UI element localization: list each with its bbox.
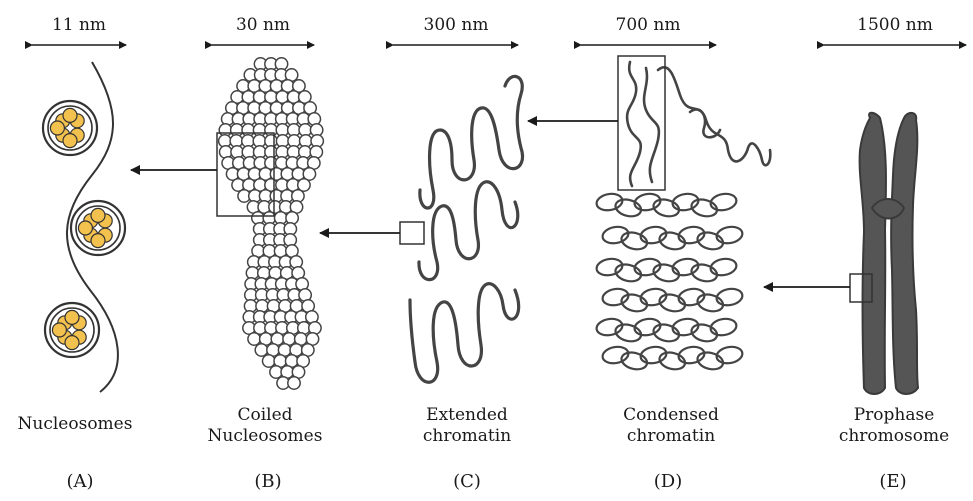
- panel-label-c-line-2: chromatin: [392, 426, 542, 447]
- zoom-box-d: [618, 56, 665, 190]
- panel-label-d-line-2: chromatin: [596, 426, 746, 447]
- zoom-box-c: [400, 222, 424, 244]
- panel-label-b-line-2: Nucleosomes: [190, 426, 340, 447]
- nucleosome-1: [43, 101, 97, 155]
- panel-label-d-line-1: Condensed: [596, 405, 746, 426]
- panel-label-e-line-2: chromosome: [815, 426, 973, 447]
- scale-label-d: 700 nm: [598, 15, 698, 36]
- scale-label-c: 300 nm: [406, 15, 506, 36]
- scale-label-e: 1500 nm: [845, 15, 945, 36]
- panel-letter-d: (D): [628, 471, 708, 492]
- extended-chromatin: [410, 76, 523, 382]
- panel-label-d: Condensed chromatin: [596, 405, 746, 447]
- nucleosome-3: [45, 303, 99, 357]
- prophase-chromosome: [860, 113, 918, 394]
- coiled-fiber: [219, 58, 324, 389]
- panel-label-e-line-1: Prophase: [815, 405, 973, 426]
- panel-letter-c: (C): [427, 471, 507, 492]
- condensed-chromatin-coils: [595, 192, 743, 372]
- panel-letter-a: (A): [40, 471, 120, 492]
- panel-letter-b: (B): [228, 471, 308, 492]
- panel-label-b: Coiled Nucleosomes: [190, 405, 340, 447]
- panel-label-a: Nucleosomes: [0, 414, 150, 435]
- condensed-chromatin-loops: [627, 62, 770, 186]
- scale-label-a: 11 nm: [29, 15, 129, 36]
- panel-label-c-line-1: Extended: [392, 405, 542, 426]
- panel-label-a-line-1: Nucleosomes: [0, 414, 150, 435]
- scale-label-b: 30 nm: [213, 15, 313, 36]
- panel-letter-e: (E): [853, 471, 933, 492]
- nucleosome-2: [71, 201, 125, 255]
- panel-label-e: Prophase chromosome: [815, 405, 973, 447]
- panel-label-b-line-1: Coiled: [190, 405, 340, 426]
- panel-label-c: Extended chromatin: [392, 405, 542, 447]
